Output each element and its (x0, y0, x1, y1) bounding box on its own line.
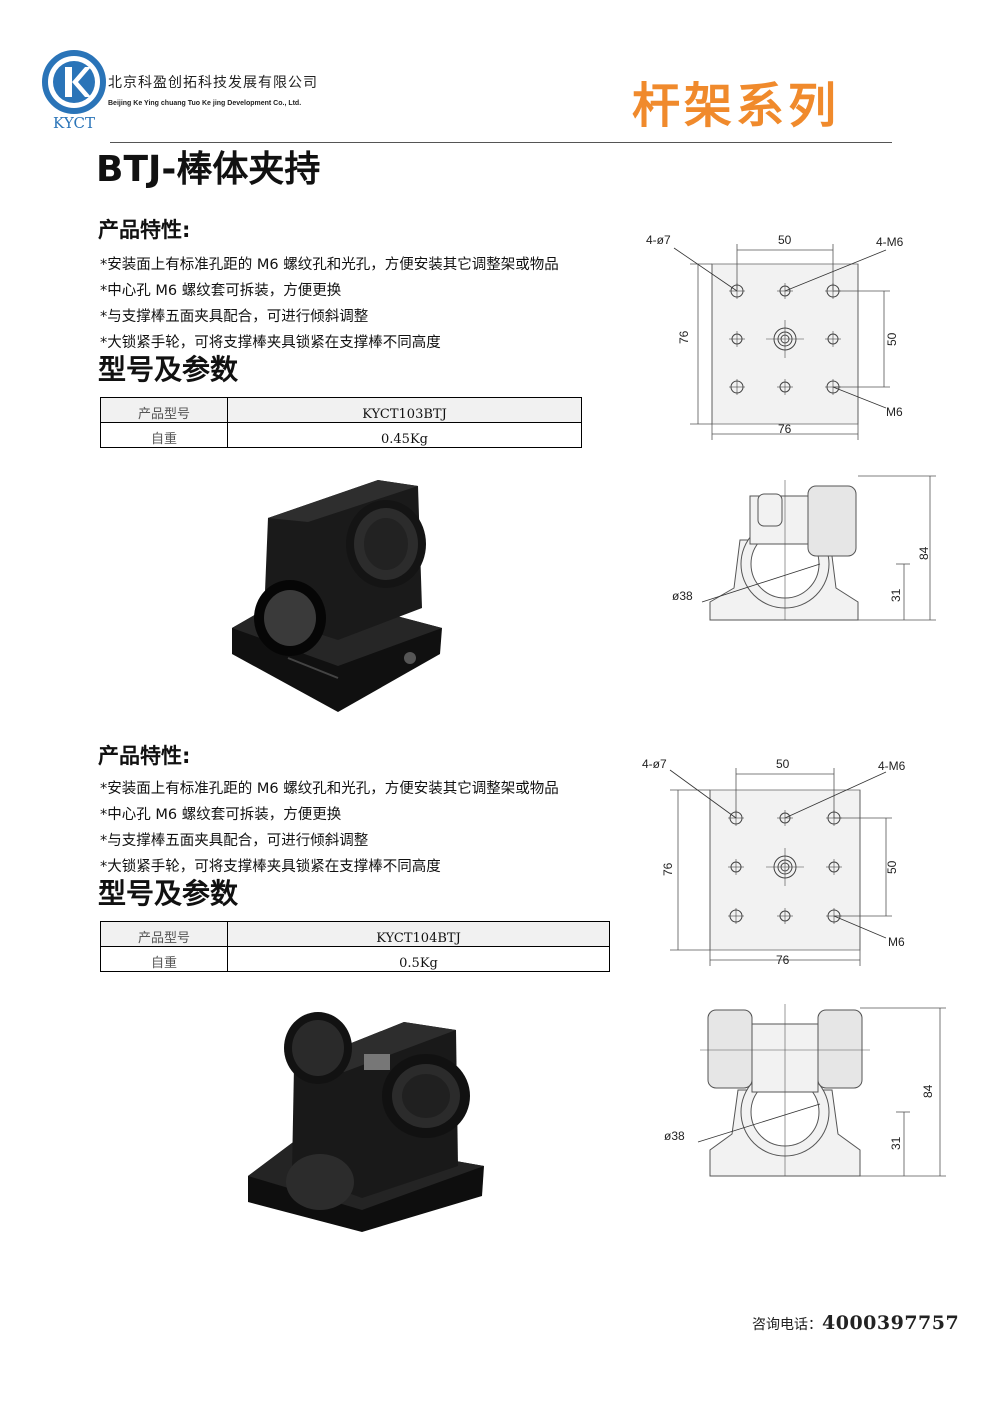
svg-text:76: 76 (661, 862, 675, 876)
features-list: *安装面上有标准孔距的 M6 螺纹孔和光孔，方便安装其它调整架或物品 *中心孔 … (100, 252, 559, 356)
svg-text:76: 76 (778, 422, 792, 436)
side-view-drawing: ø38 84 31 (660, 1000, 950, 1184)
table-cell-value: KYCT104BTJ (227, 921, 610, 947)
page-title: BTJ-棒体夹持 (96, 149, 321, 190)
svg-text:4-ø7: 4-ø7 (646, 233, 671, 247)
svg-text:ø38: ø38 (672, 589, 693, 603)
svg-text:M6: M6 (888, 935, 905, 949)
header-divider (110, 142, 892, 143)
table-row: 自重 0.5Kg (100, 946, 610, 972)
company-logo: KYCT (40, 48, 110, 134)
table-cell-label: 自重 (100, 946, 228, 972)
svg-text:84: 84 (917, 546, 931, 560)
table-row: 产品型号 KYCT104BTJ (100, 921, 610, 947)
feature-item: *安装面上有标准孔距的 M6 螺纹孔和光孔，方便安装其它调整架或物品 (100, 781, 559, 797)
company-name-en: Beijing Ke Ying chuang Tuo Ke jing Devel… (108, 100, 302, 107)
svg-text:M6: M6 (886, 405, 903, 419)
phone-label: 咨询电话： (752, 1317, 822, 1333)
product-photo (244, 1006, 488, 1238)
params-heading: 型号及参数 (98, 353, 239, 386)
table-cell-value: 0.45Kg (227, 422, 582, 448)
contact-footer: 咨询电话：4000397757 (752, 1312, 959, 1334)
svg-text:ø38: ø38 (664, 1129, 685, 1143)
features-list: *安装面上有标准孔距的 M6 螺纹孔和光孔，方便安装其它调整架或物品 *中心孔 … (100, 776, 559, 880)
svg-text:31: 31 (889, 1136, 903, 1150)
features-heading: 产品特性: (98, 218, 191, 242)
table-cell-value: KYCT103BTJ (227, 397, 582, 423)
features-heading: 产品特性: (98, 744, 191, 768)
params-heading: 型号及参数 (98, 877, 239, 910)
table-cell-label: 自重 (100, 422, 228, 448)
svg-text:76: 76 (677, 330, 691, 344)
svg-text:50: 50 (776, 757, 790, 771)
svg-text:4-M6: 4-M6 (878, 759, 906, 773)
phone-number[interactable]: 4000397757 (822, 1312, 960, 1334)
svg-text:50: 50 (778, 233, 792, 247)
params-table: 产品型号 KYCT103BTJ 自重 0.45Kg (100, 397, 582, 448)
company-name-cn: 北京科盈创拓科技发展有限公司 (108, 75, 318, 91)
params-table: 产品型号 KYCT104BTJ 自重 0.5Kg (100, 921, 610, 972)
svg-text:4-ø7: 4-ø7 (642, 757, 667, 771)
series-title: 杆架系列 (632, 78, 841, 134)
top-view-drawing: 4-ø7 4-M6 50 50 76 76 M6 (640, 228, 920, 450)
svg-text:KYCT: KYCT (53, 114, 95, 132)
svg-text:50: 50 (885, 860, 899, 874)
svg-text:84: 84 (921, 1084, 935, 1098)
feature-item: *大锁紧手轮，可将支撑棒夹具锁紧在支撑棒不同高度 (100, 859, 441, 875)
svg-text:76: 76 (776, 953, 790, 967)
feature-item: *中心孔 M6 螺纹套可拆装，方便更换 (100, 807, 342, 823)
table-row: 产品型号 KYCT103BTJ (100, 397, 582, 423)
table-cell-label: 产品型号 (100, 397, 228, 423)
table-cell-value: 0.5Kg (227, 946, 610, 972)
table-cell-label: 产品型号 (100, 921, 228, 947)
svg-text:4-M6: 4-M6 (876, 235, 904, 249)
svg-text:31: 31 (889, 588, 903, 602)
svg-text:50: 50 (885, 332, 899, 346)
feature-item: *中心孔 M6 螺纹套可拆装，方便更换 (100, 283, 342, 299)
feature-item: *与支撑棒五面夹具配合，可进行倾斜调整 (100, 309, 369, 325)
top-view-drawing: 4-ø7 4-M6 50 50 76 76 M6 (640, 752, 920, 974)
table-row: 自重 0.45Kg (100, 422, 582, 448)
kyct-logo-icon: KYCT (42, 50, 106, 132)
feature-item: *安装面上有标准孔距的 M6 螺纹孔和光孔，方便安装其它调整架或物品 (100, 257, 559, 273)
feature-item: *与支撑棒五面夹具配合，可进行倾斜调整 (100, 833, 369, 849)
feature-item: *大锁紧手轮，可将支撑棒夹具锁紧在支撑棒不同高度 (100, 335, 441, 351)
product-photo (228, 478, 460, 718)
side-view-drawing: ø38 84 31 (660, 470, 950, 650)
